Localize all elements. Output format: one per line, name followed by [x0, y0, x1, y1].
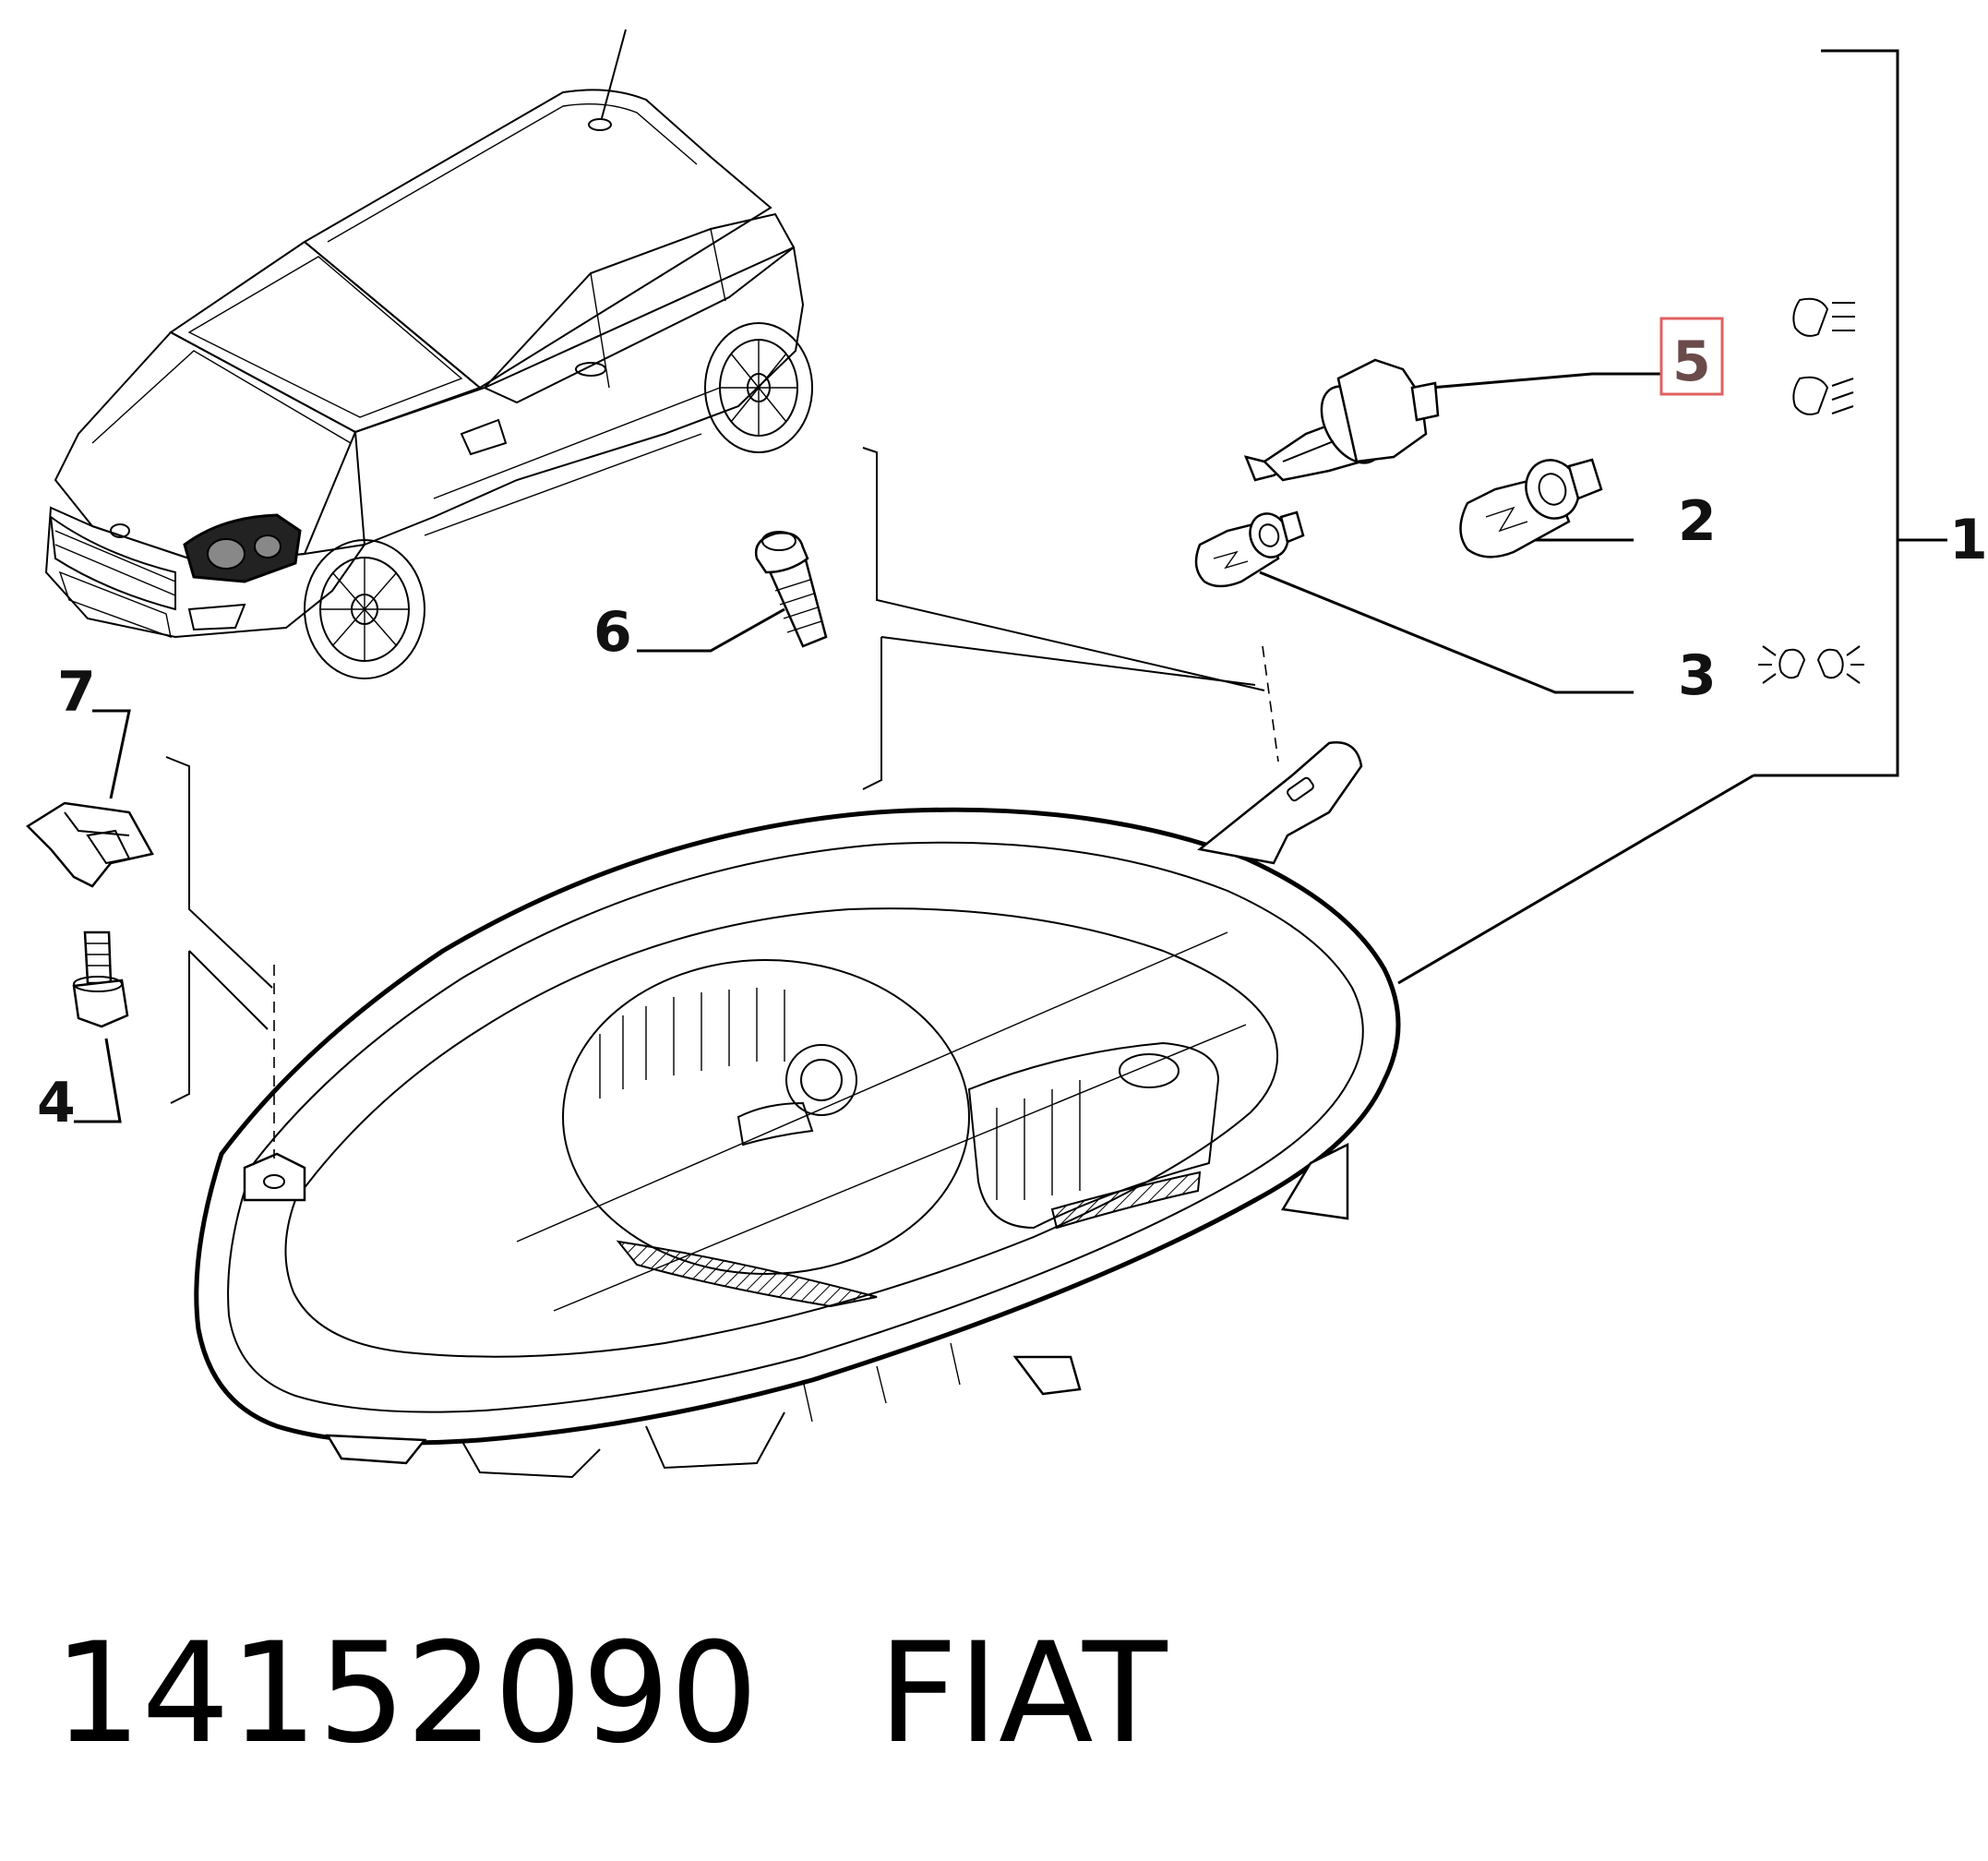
callout-2: 2	[1678, 489, 1717, 554]
low-beam-icon	[1792, 297, 1855, 337]
car-illustration	[44, 29, 813, 679]
bulb-5	[1243, 358, 1440, 482]
leader-lines	[74, 49, 1947, 1159]
callout-5: 5	[1672, 330, 1711, 394]
callout-6: 6	[593, 600, 632, 665]
screw-6	[754, 531, 828, 648]
callout-7: 7	[57, 660, 96, 725]
callout-3: 3	[1678, 643, 1717, 708]
clip-7	[26, 801, 154, 888]
bolt-4	[72, 930, 129, 1028]
high-beam-icon	[1792, 376, 1854, 415]
part-number: 14152090	[54, 1614, 759, 1774]
highlight-box	[1659, 317, 1724, 396]
side-light-icon	[1758, 645, 1864, 684]
headlamp-assembly	[194, 741, 1401, 1479]
callout-4: 4	[37, 1071, 76, 1135]
callout-1: 1	[1949, 508, 1988, 572]
brand-name: FIAT	[878, 1614, 1168, 1774]
bulb-2	[1459, 458, 1603, 558]
bulb-3	[1194, 510, 1305, 588]
